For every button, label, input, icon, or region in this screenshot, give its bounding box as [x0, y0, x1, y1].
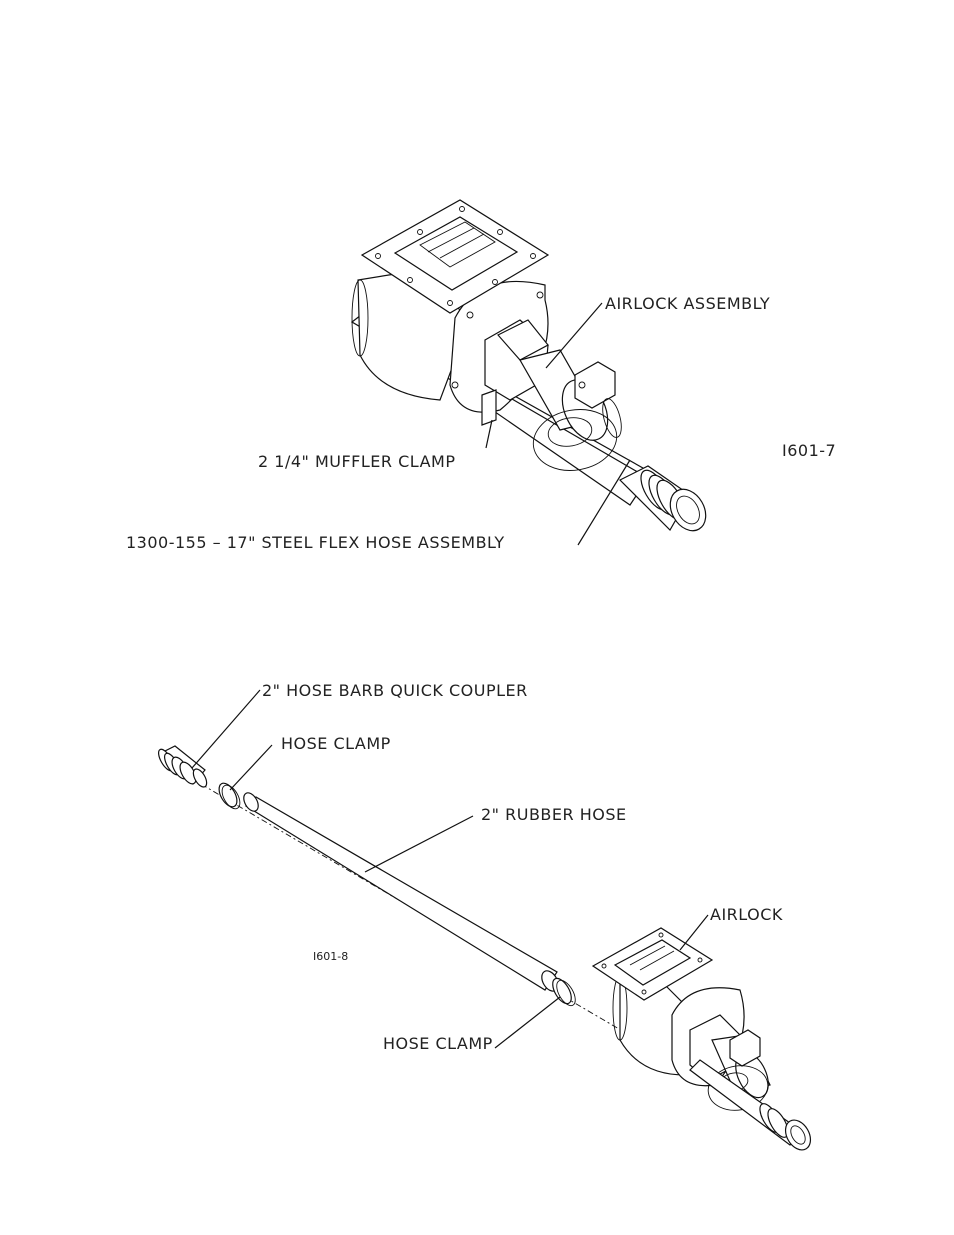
quick-coupler-drawing — [156, 746, 210, 789]
label-airlock-assembly: AIRLOCK ASSEMBLY — [605, 294, 770, 313]
figure-2: 2" HOSE BARB QUICK COUPLER HOSE CLAMP 2"… — [156, 681, 816, 1154]
label-muffler-clamp: 2 1/4" MUFFLER CLAMP — [258, 452, 455, 471]
label-rubber-hose: 2" RUBBER HOSE — [481, 805, 627, 824]
label-airlock: AIRLOCK — [710, 905, 783, 924]
leader-muffler-clamp — [486, 420, 492, 448]
hose-clamp-drawing-top — [215, 780, 243, 812]
label-flex-hose-assembly: 1300-155 – 17" STEEL FLEX HOSE ASSEMBLY — [126, 533, 505, 552]
hose-clamp-drawing-bottom — [549, 975, 579, 1008]
leader-airlock — [680, 915, 708, 950]
label-hose-clamp-top: HOSE CLAMP — [281, 734, 391, 753]
figure-1-id: I601-7 — [782, 441, 836, 460]
leader-airlock-assembly — [546, 303, 602, 368]
leader-rubber-hose — [365, 816, 473, 872]
airlock-drawing-small — [593, 928, 816, 1154]
leader-quick-coupler — [192, 690, 260, 768]
label-hose-clamp-bottom: HOSE CLAMP — [383, 1034, 493, 1053]
label-quick-coupler: 2" HOSE BARB QUICK COUPLER — [262, 681, 528, 700]
leader-hose-clamp-bottom — [495, 997, 560, 1048]
leader-hose-clamp-top — [230, 745, 272, 790]
figure-2-id: I601-8 — [313, 950, 348, 963]
figure-1: AIRLOCK ASSEMBLY 2 1/4" MUFFLER CLAMP 13… — [126, 200, 836, 552]
